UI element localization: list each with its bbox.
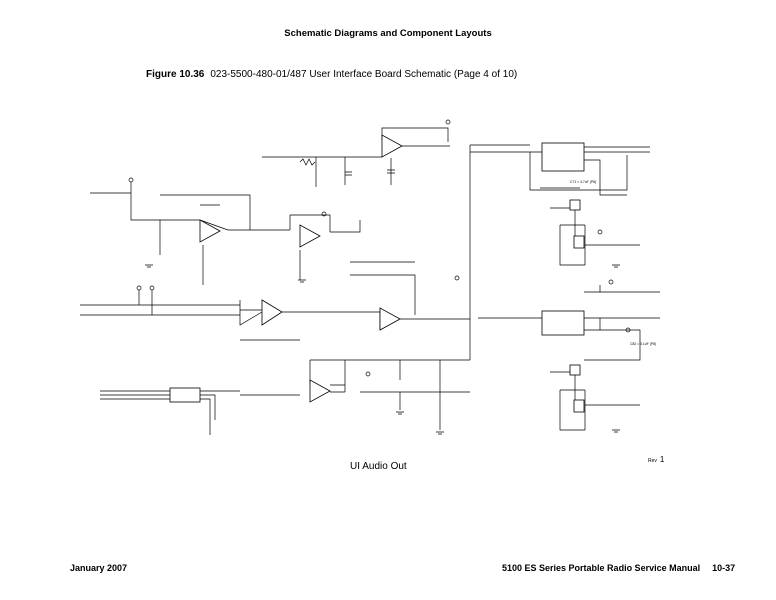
revision-value: 1 [659,455,665,464]
footer-date: January 2007 [70,563,128,573]
switch-top [550,199,640,266]
opamp-u15a [381,134,403,158]
resistor-r300 [299,158,316,166]
opamp-u18a [379,307,401,331]
ic-u7 [100,387,300,435]
footer-manual: 5100 ES Series Portable Radio Service Ma… [502,563,701,573]
switch-bottom [550,364,640,431]
buffer-stage [262,119,451,187]
ground-symbols [145,264,620,435]
figure-title: Figure 10.36 023-5500-480-01/487 User Int… [146,69,517,80]
opamp-u17a [199,219,221,243]
revision-label: Rev [648,458,657,464]
ic-u21: C82 = 0.1uF (P8) [478,279,660,361]
footer-page-number: 10-37 [712,563,736,573]
filter-stage [309,319,471,430]
tone-input-stage [90,177,262,285]
note-text: C71 = 4.7uF (P8) [570,180,596,184]
schematic-caption: UI Audio Out [350,461,407,472]
opamp-u18b [309,379,331,403]
figure-number: Figure 10.36 [146,69,205,80]
figure-description: 023-5500-480-01/487 User Interface Board… [210,69,518,80]
page-header: Schematic Diagrams and Component Layouts [284,28,492,39]
differential-stage [80,144,530,341]
note-text: C82 = 0.1uF (P8) [630,342,656,346]
test-point [445,119,451,125]
opamp-u17c [261,299,283,326]
ic-u8: C71 = 4.7uF (P8) [470,142,650,196]
second-stage [262,211,361,280]
footer-right: 5100 ES Series Portable Radio Service Ma… [502,563,735,573]
opamp-u17b [299,224,321,248]
